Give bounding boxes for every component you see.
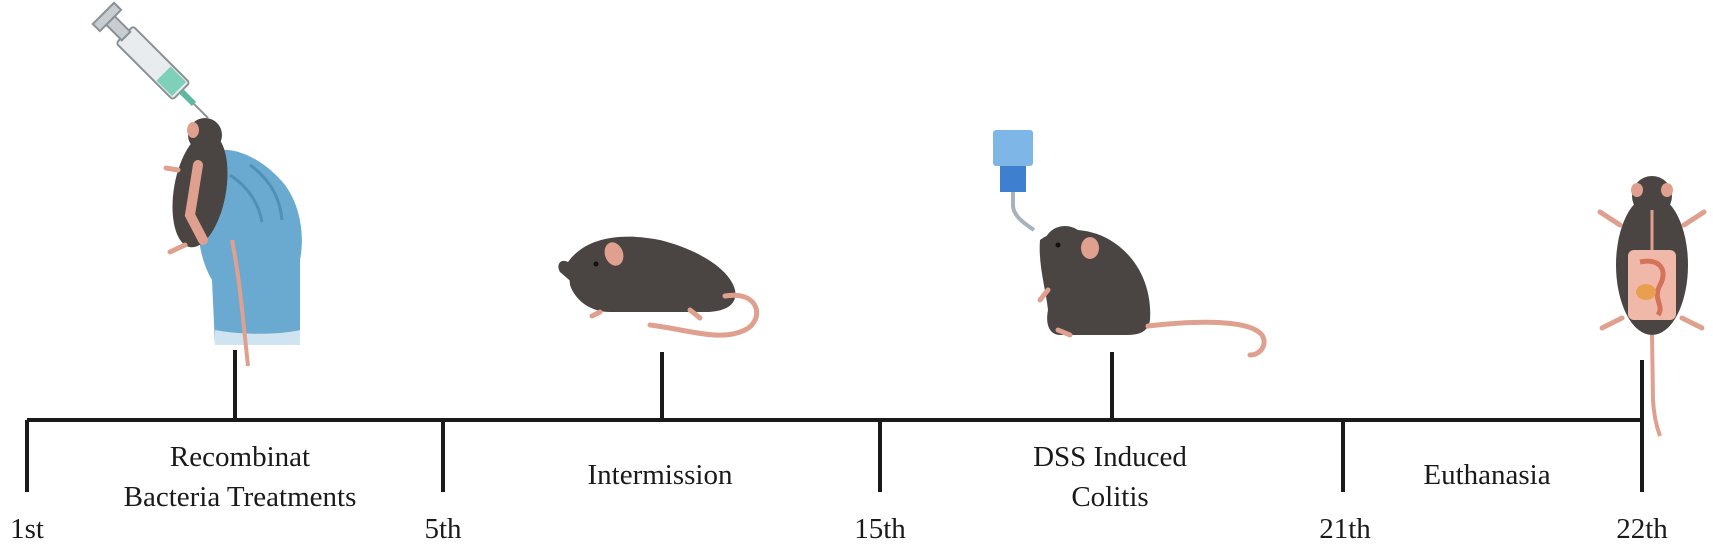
phase-label-intermission: Intermission xyxy=(588,459,733,491)
day-label-1st: 1st xyxy=(10,513,44,545)
phase-label-dss-line1: DSS Induced xyxy=(1033,441,1187,473)
mouse-dissected-icon xyxy=(1597,176,1707,437)
timeline-axis xyxy=(25,350,1644,492)
mouse-drinking-icon xyxy=(993,130,1267,358)
day-label-21th: 21th xyxy=(1319,513,1371,545)
phase-label-treatment-line1: Recombinat xyxy=(170,441,310,473)
phase-label-dss-line2: Colitis xyxy=(1071,481,1148,513)
mouse-injection-icon xyxy=(91,1,302,367)
day-label-22th: 22th xyxy=(1616,513,1668,545)
phase-label-euthanasia: Euthanasia xyxy=(1423,459,1550,491)
phase-label-treatment-line2: Bacteria Treatments xyxy=(124,481,357,513)
day-label-5th: 5th xyxy=(424,513,462,545)
mouse-walking-icon xyxy=(558,236,760,338)
day-label-15th: 15th xyxy=(854,513,906,545)
